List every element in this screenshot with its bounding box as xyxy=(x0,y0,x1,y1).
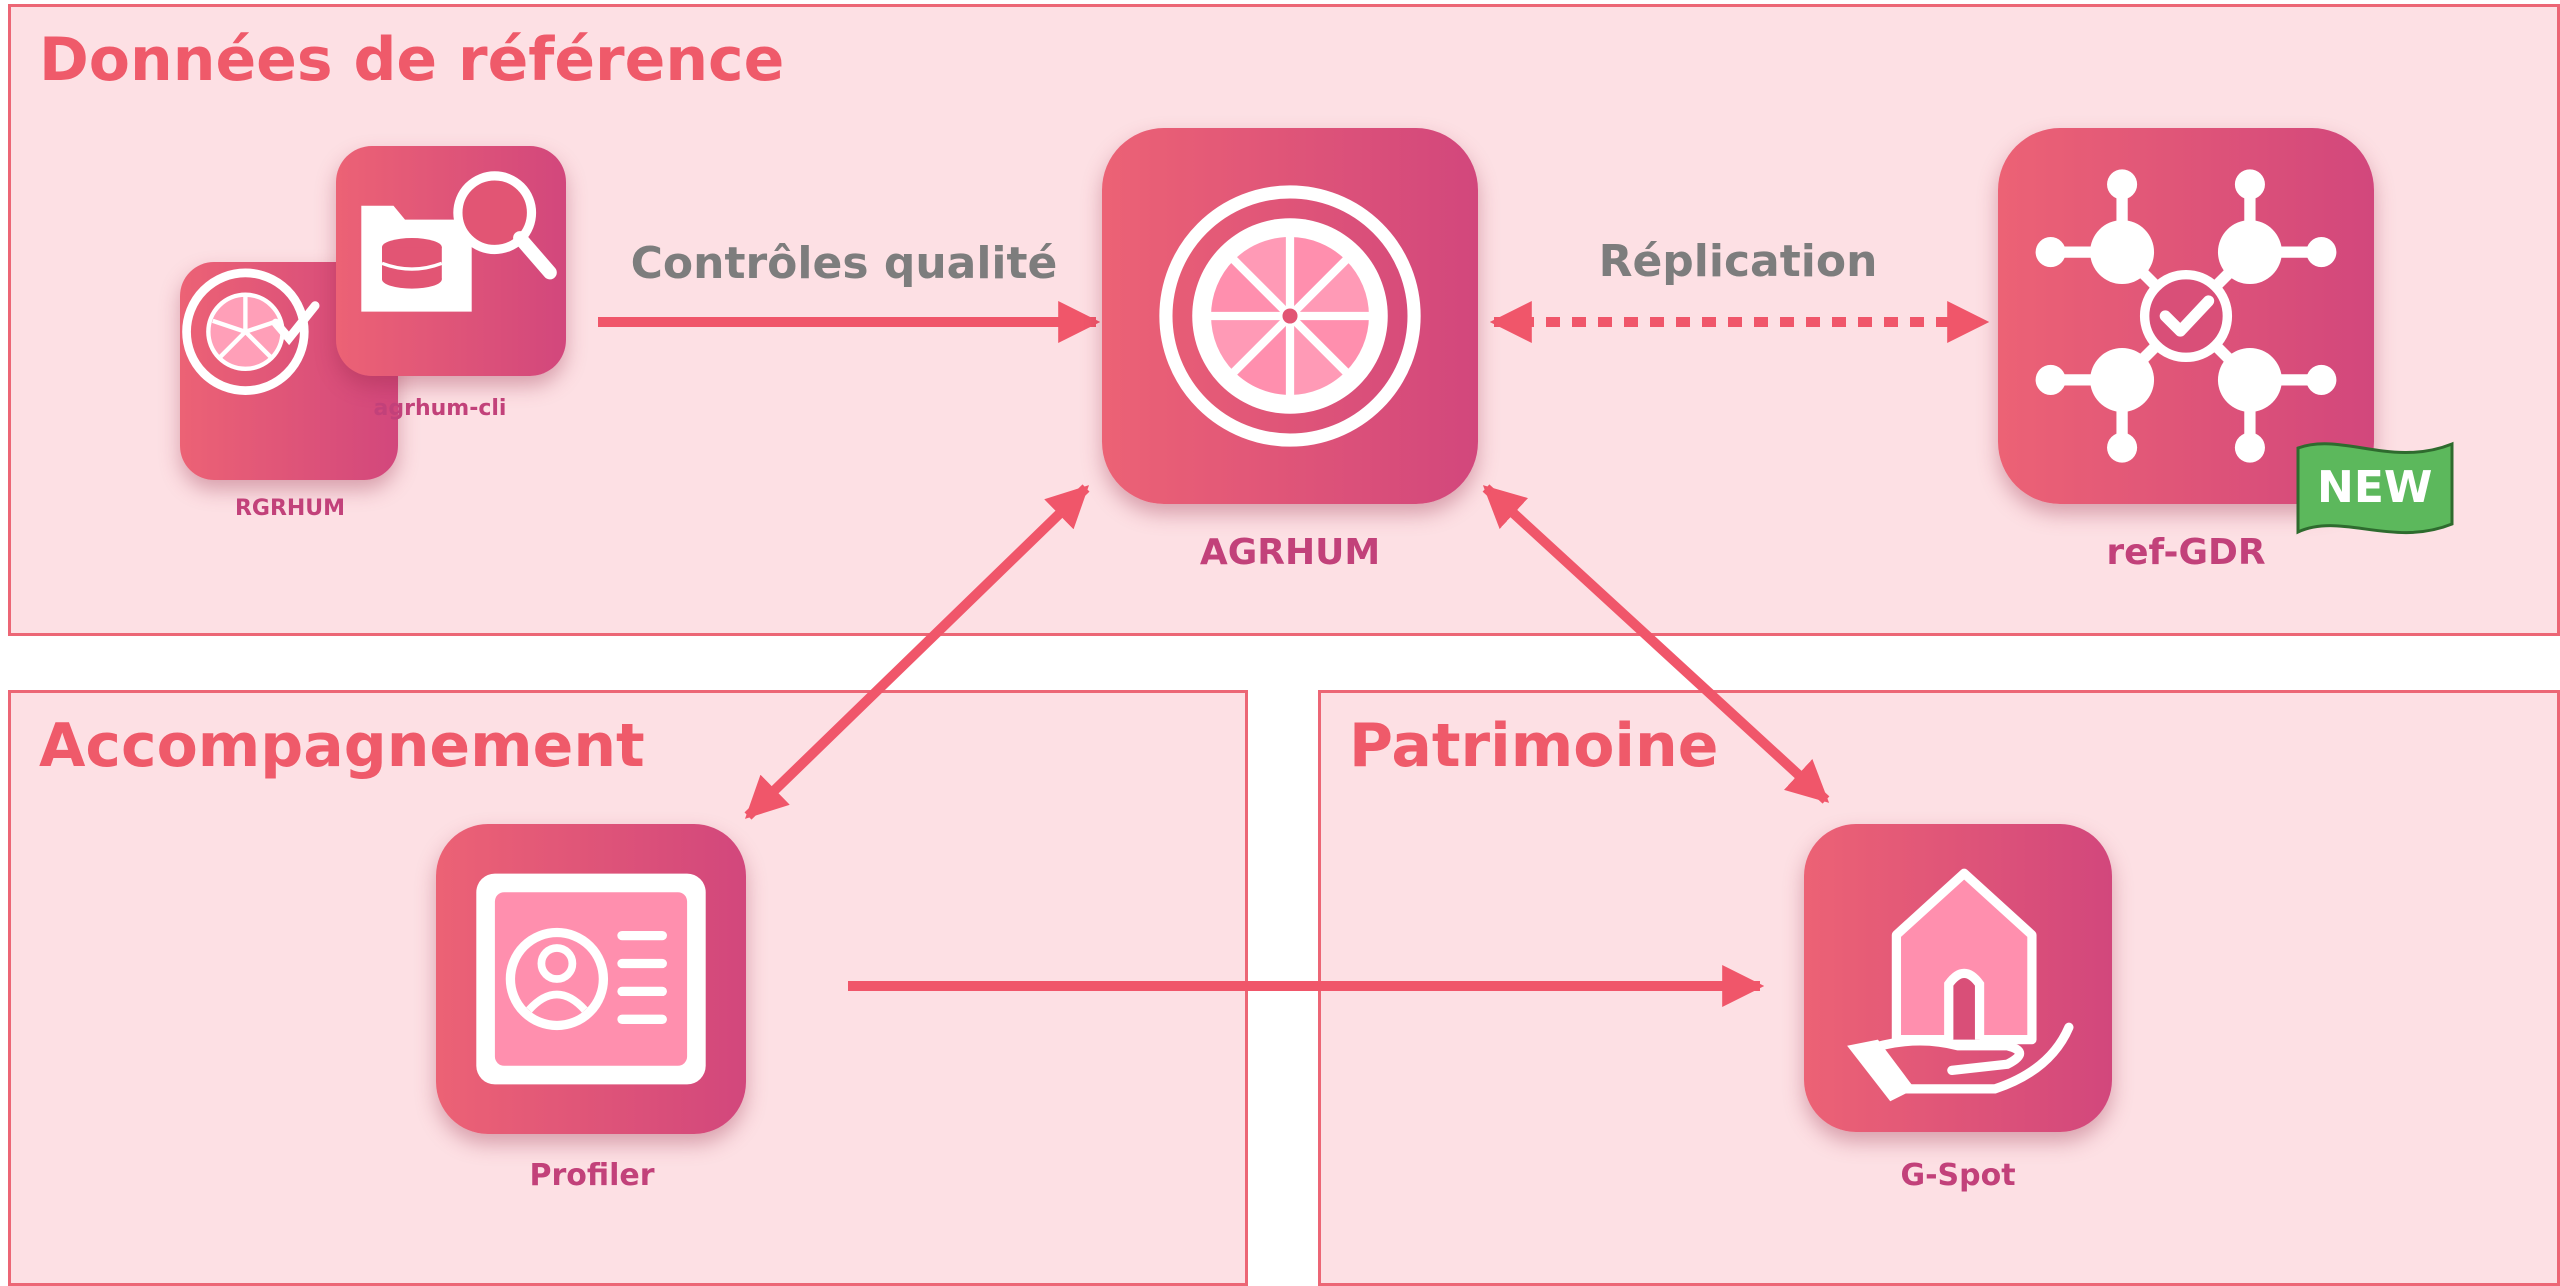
agrhum-app-tile[interactable] xyxy=(1102,128,1478,504)
ref-gdr-label: ref-GDR xyxy=(2106,532,2266,573)
rgrhum-label: RGRHUM xyxy=(234,496,346,521)
replication-label: Réplication xyxy=(1598,236,1878,287)
network-check-icon xyxy=(2035,169,2337,463)
grapefruit-icon xyxy=(1159,185,1421,447)
zone-title: Données de référence xyxy=(39,25,785,95)
house-hand-icon xyxy=(1847,868,2074,1102)
agrhum-label: AGRHUM xyxy=(1199,532,1381,573)
gspot-label: G-Spot xyxy=(1900,1158,2016,1193)
agrhum-cli-label: agrhum-cli xyxy=(373,396,507,421)
profiler-label: Profiler xyxy=(529,1158,655,1193)
zone-title: Patrimoine xyxy=(1349,711,1719,781)
grapefruit-check-icon xyxy=(182,268,320,395)
new-badge-text: NEW xyxy=(2317,462,2433,513)
profile-card-icon xyxy=(476,873,706,1085)
profiler-app-tile[interactable] xyxy=(436,824,746,1134)
new-badge-flag xyxy=(2296,441,2454,535)
zone-title: Accompagnement xyxy=(39,711,645,781)
quality-control-label: Contrôles qualité xyxy=(630,238,1058,289)
ref-gdr-app-tile[interactable] xyxy=(1998,128,2374,504)
gspot-app-tile[interactable] xyxy=(1804,824,2112,1132)
agrhum-cli-app-tile[interactable] xyxy=(336,146,566,376)
database-folder-search-icon xyxy=(361,171,557,312)
